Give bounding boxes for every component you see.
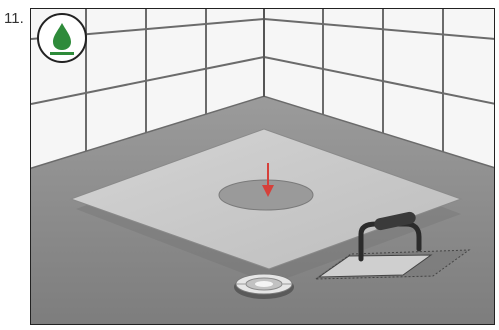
membrane-drain-hole <box>219 180 313 210</box>
installation-illustration <box>31 9 495 325</box>
illustration-panel <box>30 8 495 325</box>
water-drop-icon <box>39 15 85 61</box>
water-drop-badge <box>37 13 87 63</box>
floor-drain-icon <box>234 274 294 299</box>
step-number: 11. <box>4 10 24 27</box>
